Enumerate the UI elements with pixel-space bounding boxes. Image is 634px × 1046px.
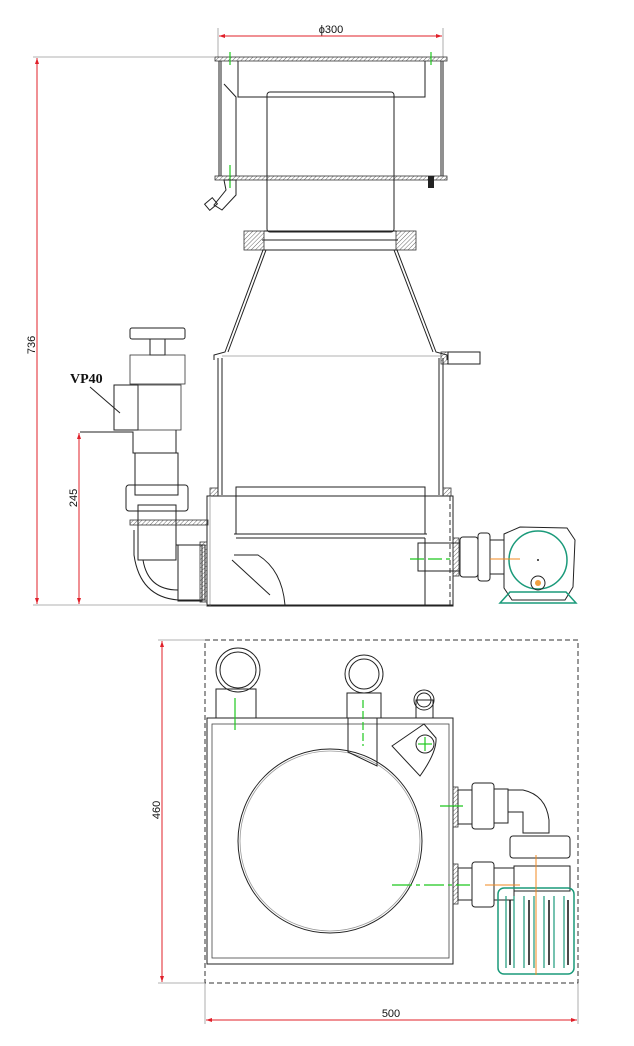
sump-box bbox=[206, 717, 454, 965]
height-dimensions: 736 245 bbox=[26, 56, 215, 606]
depth-label: 460 bbox=[151, 801, 163, 819]
top-view-dimensions: 460 500 bbox=[151, 639, 579, 1024]
neck-flange bbox=[243, 230, 417, 251]
top-view: 460 500 bbox=[151, 639, 579, 1024]
diameter-label: ϕ300 bbox=[319, 24, 344, 36]
footprint-outline bbox=[204, 639, 579, 984]
width-label: 500 bbox=[382, 1008, 400, 1020]
body bbox=[206, 358, 454, 607]
inlet-valve: VP40 bbox=[70, 327, 209, 603]
pump-side bbox=[410, 526, 578, 604]
collection-cup bbox=[203, 52, 448, 233]
pump-top bbox=[392, 782, 575, 975]
total-height-label: 736 bbox=[26, 336, 38, 354]
drain-fitting bbox=[213, 179, 237, 211]
cone bbox=[213, 249, 481, 365]
inlet-height-label: 245 bbox=[68, 489, 80, 507]
diameter-dimension: ϕ300 bbox=[217, 24, 444, 57]
valve-label: VP40 bbox=[70, 372, 103, 387]
reactor-body-circle bbox=[237, 748, 423, 934]
top-pipes bbox=[215, 647, 437, 777]
side-view: ϕ300 bbox=[26, 24, 578, 607]
